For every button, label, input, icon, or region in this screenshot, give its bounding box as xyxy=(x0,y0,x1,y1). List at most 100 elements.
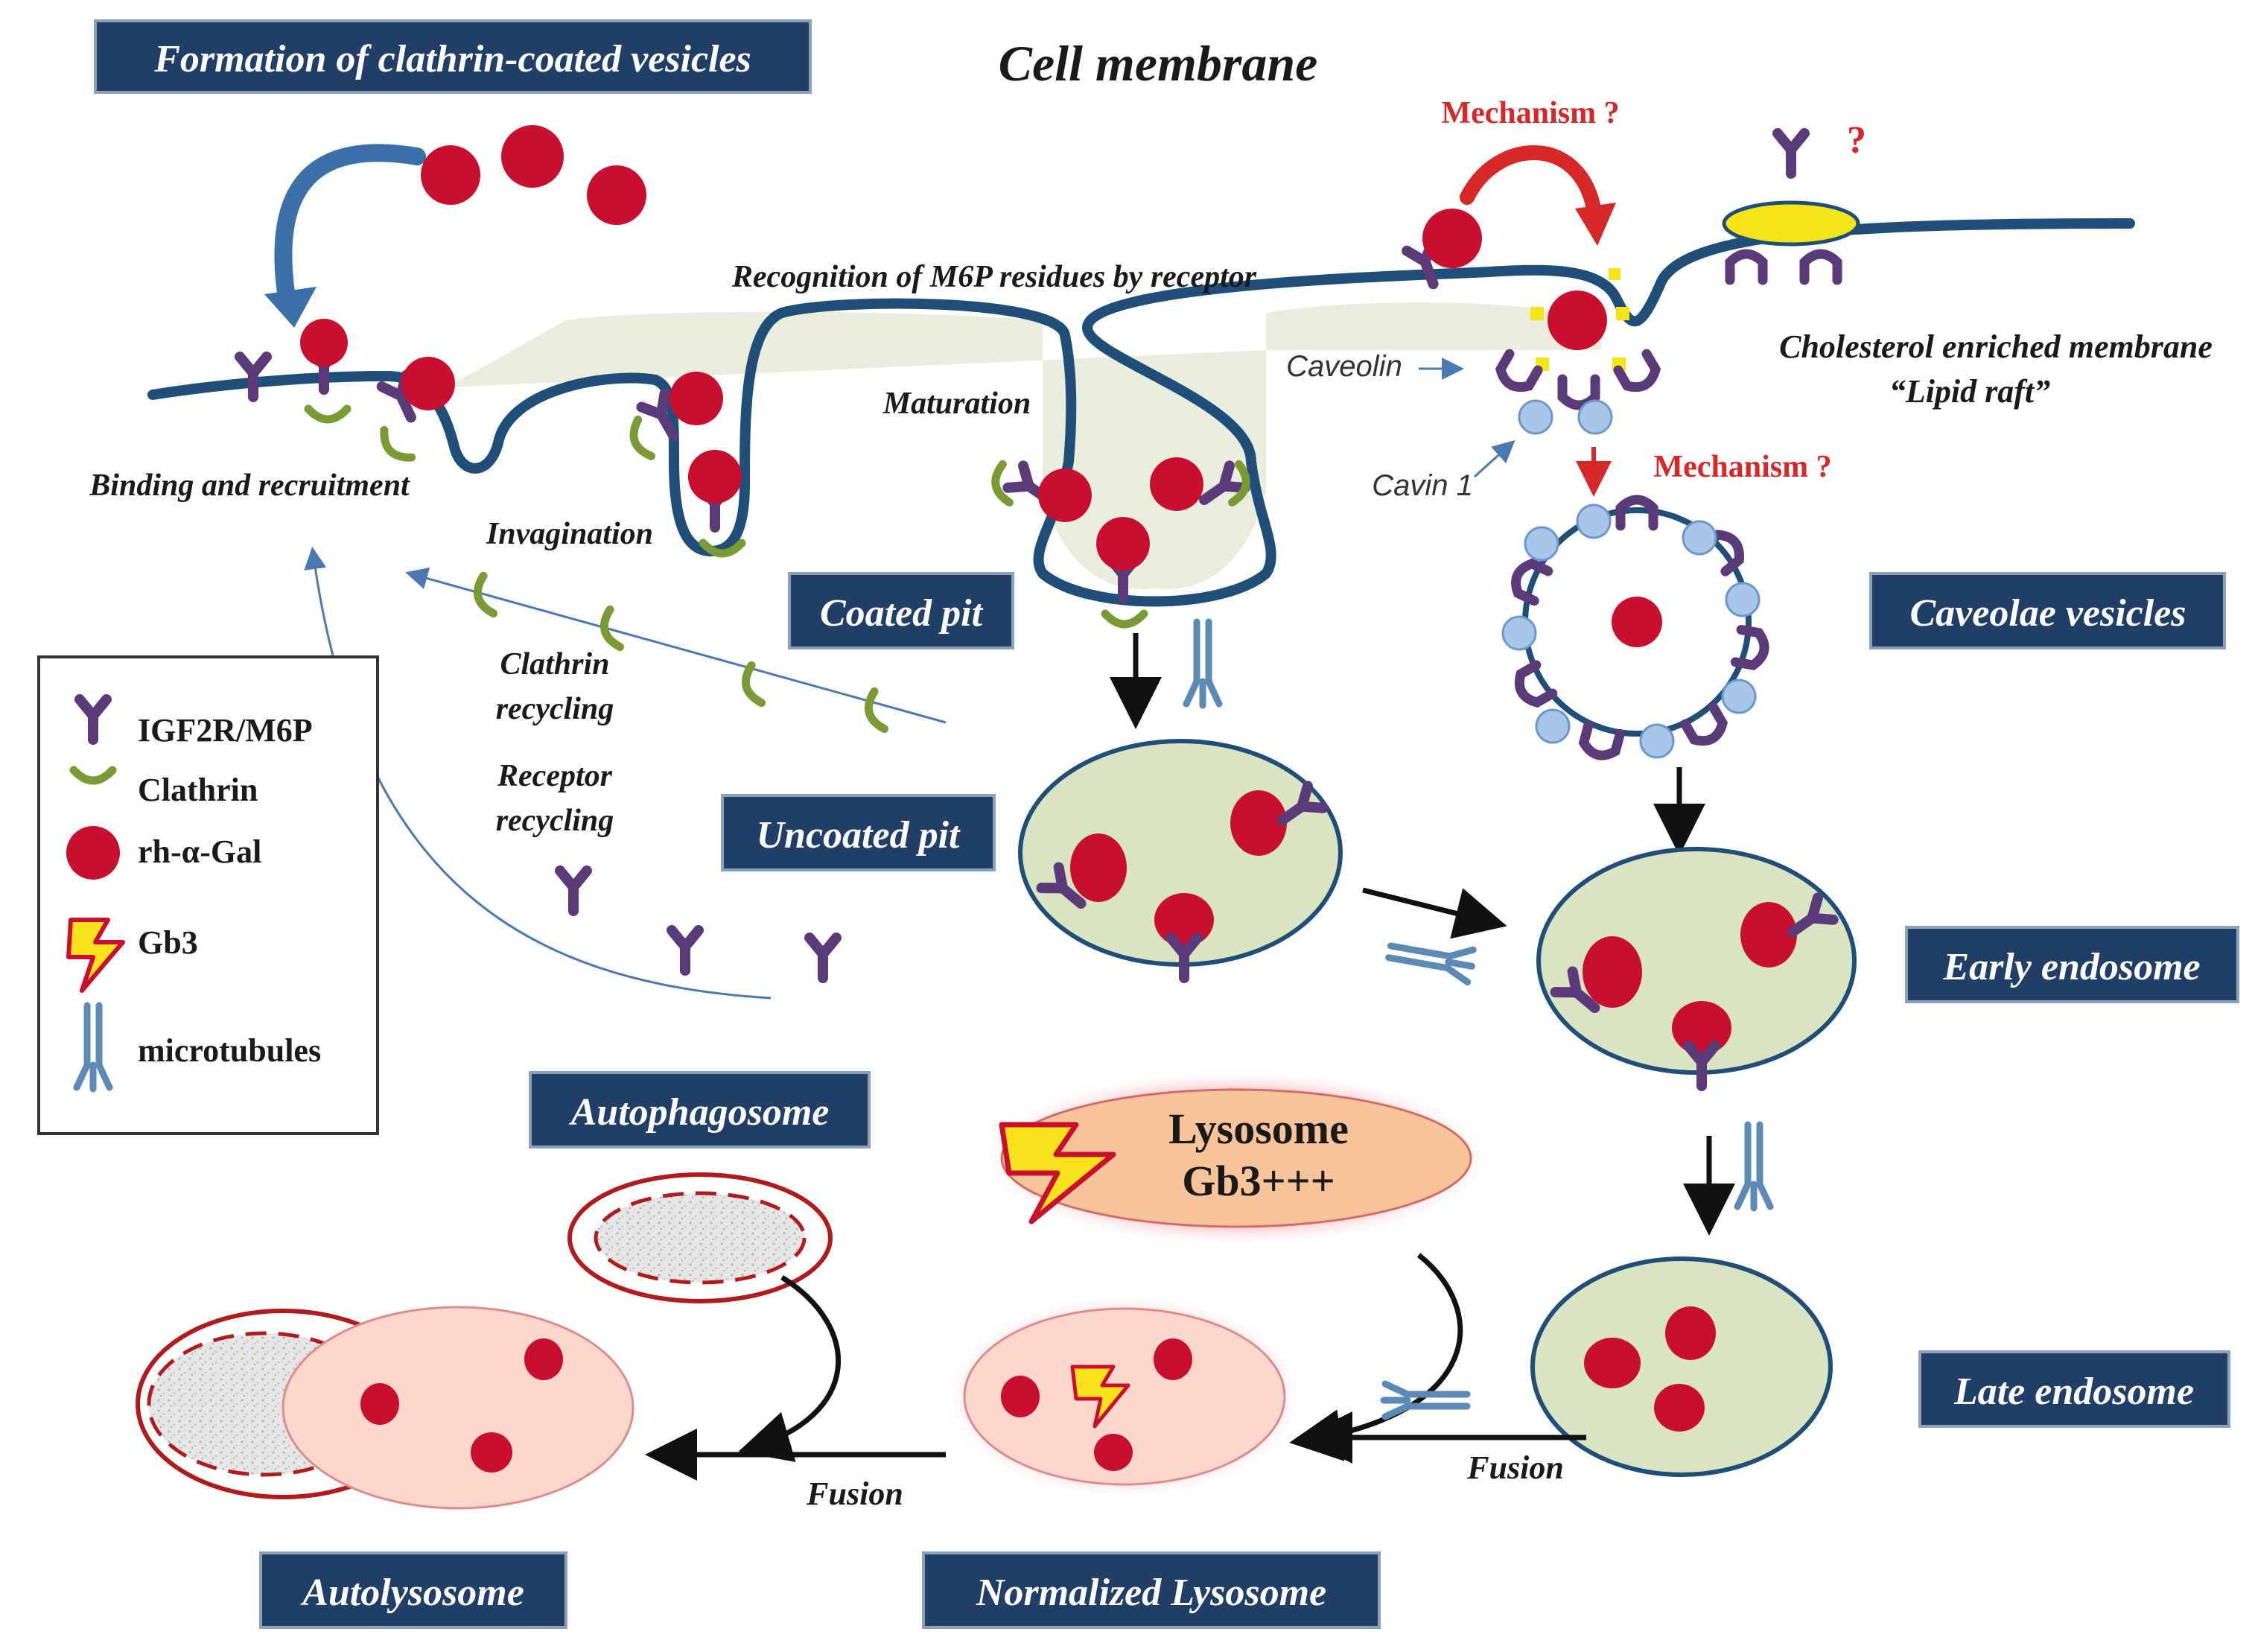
autophagosome-box: Autophagosome xyxy=(529,1071,871,1149)
coated-pit-box: Coated pit xyxy=(788,572,1014,649)
formation-box: Formation of clathrin-coated vesicles xyxy=(94,19,812,94)
microtubule-icon xyxy=(1737,1125,1770,1208)
enzyme-bound xyxy=(1740,902,1797,968)
caveolin-icon xyxy=(1510,560,1548,601)
clathrin-recycling-label: recycling xyxy=(496,692,614,726)
enzyme-bound xyxy=(1583,936,1642,1008)
enzyme-free xyxy=(587,165,646,225)
enzyme-bound xyxy=(1154,893,1214,947)
cavin-icon xyxy=(1501,615,1537,651)
cavin-icon xyxy=(1524,526,1559,562)
arrow-lysosome-to-normalized xyxy=(1289,1253,1463,1461)
enzyme-bound xyxy=(1150,457,1203,511)
enzyme-bound xyxy=(1672,1001,1731,1055)
lightning-icon xyxy=(66,918,125,993)
microtubule-icon xyxy=(1384,1384,1467,1417)
caveolin-icon xyxy=(1730,254,1763,280)
caveolin-icon xyxy=(1685,708,1727,746)
enzyme-bound xyxy=(688,450,742,503)
clathrin-icon xyxy=(865,691,885,731)
lipid-raft-label: “Lipid raft” xyxy=(1889,373,2050,410)
uncoated-pit-box-label: Uncoated pit xyxy=(757,814,961,857)
enzyme-free xyxy=(1665,1306,1716,1360)
enzyme-caveola xyxy=(1548,290,1607,350)
enzyme-bound xyxy=(1070,833,1127,902)
clathrin-icon xyxy=(308,409,347,419)
arrow-vesicle-to-early xyxy=(1362,887,1507,939)
uncoated-pit-box: Uncoated pit xyxy=(721,794,996,871)
fusion-left-label: Fusion xyxy=(806,1475,903,1512)
autophagosome-box-label: Autophagosome xyxy=(569,1091,830,1134)
maturation-label: Maturation xyxy=(882,387,1031,421)
fusion-right-label: Fusion xyxy=(1466,1449,1564,1486)
cavin-label: Cavin 1 xyxy=(1372,469,1473,502)
mechanism-bottom-label: Mechanism ? xyxy=(1653,450,1831,484)
clathrin-icon xyxy=(377,430,412,465)
late-endosome xyxy=(1530,1257,1833,1477)
recognition-label: Recognition of M6P residues by receptor xyxy=(731,260,1257,294)
early-endosome-box-label: Early endosome xyxy=(1942,946,2200,988)
enzyme-bound xyxy=(669,372,723,425)
microtubule-icon xyxy=(1186,622,1219,705)
caveolin-icon xyxy=(1735,630,1766,667)
enzyme-free xyxy=(1584,1338,1641,1388)
enzyme-bound xyxy=(1096,517,1150,571)
enzyme-free xyxy=(1094,1434,1133,1471)
normalized-lysosome-box-label: Normalized Lysosome xyxy=(976,1572,1326,1614)
receptor-recycling-label: Receptor xyxy=(497,759,613,793)
enzyme-bound xyxy=(1422,209,1482,268)
autolysosome-box: Autolysosome xyxy=(259,1551,567,1629)
cholesterol-label: Cholesterol enriched membrane xyxy=(1779,328,2213,365)
cavin-icon xyxy=(1518,399,1553,435)
lysosome-gb3 xyxy=(1000,1088,1472,1228)
enzyme-free xyxy=(360,1383,399,1425)
enzyme-bound xyxy=(401,357,455,410)
cavin-icon xyxy=(1535,708,1571,744)
page-title: Cell membrane xyxy=(999,35,1318,92)
caveolin-icon xyxy=(1804,254,1837,280)
late-endosome-box: Late endosome xyxy=(1918,1350,2230,1428)
lightning-icon xyxy=(999,1122,1116,1224)
late-endosome-box-label: Late endosome xyxy=(1953,1370,2194,1413)
enzyme-icon xyxy=(66,826,120,880)
recognition-arrowhead xyxy=(264,287,317,328)
autolysosome-lysosome xyxy=(282,1306,634,1510)
clathrin-recycling-label: Clathrin xyxy=(500,647,609,682)
autolysosome-box-label: Autolysosome xyxy=(300,1572,524,1614)
enzyme-free xyxy=(421,145,480,205)
normalized-lysosome-box: Normalized Lysosome xyxy=(922,1551,1381,1629)
enzyme-free xyxy=(524,1338,563,1380)
microtubule-icon xyxy=(1387,935,1475,982)
caveolae-coat xyxy=(1501,500,1767,759)
mechanism-arrowhead xyxy=(1575,203,1616,246)
receptor-icon xyxy=(810,938,836,978)
formation-box-label: Formation of clathrin-coated vesicles xyxy=(153,38,751,80)
cavin-icon xyxy=(1725,582,1761,617)
binding-label: Binding and recruitment xyxy=(89,468,410,503)
receptor-icon xyxy=(1778,133,1804,174)
cavin-icon xyxy=(1576,503,1612,539)
cavin-pointer xyxy=(1473,439,1515,478)
legend-label: Gb3 xyxy=(138,924,198,961)
legend-label: IGF2R/M6P xyxy=(138,712,313,749)
receptor-recycling-label: recycling xyxy=(496,804,614,838)
question-mark: ? xyxy=(1847,119,1866,162)
caveolin-icon xyxy=(1496,354,1538,393)
clathrin-recycling-arrow xyxy=(405,567,947,724)
arrow-autophagosome-fusion xyxy=(738,1275,841,1462)
receptor-icon xyxy=(672,930,699,970)
cavin-icon xyxy=(1721,679,1757,714)
autophagosome-inner xyxy=(594,1191,807,1285)
lysosome-gb3-label: Gb3+++ xyxy=(1182,1157,1335,1205)
caveolae-box: Caveolae vesicles xyxy=(1869,572,2226,649)
normalized-lysosome xyxy=(963,1307,1286,1486)
enzyme-free xyxy=(1154,1338,1192,1380)
clathrin-icon xyxy=(1105,614,1144,624)
legend-label: Clathrin xyxy=(138,772,258,808)
legend-label: rh-α-Gal xyxy=(138,833,261,870)
caveolin-label: Caveolin xyxy=(1286,350,1402,383)
lysosome-label: Lysosome xyxy=(1168,1105,1349,1153)
enzyme-bound xyxy=(1230,790,1287,856)
legend: IGF2R/M6P Clathrin rh-α-Gal Gb3 microtub… xyxy=(37,655,379,1135)
